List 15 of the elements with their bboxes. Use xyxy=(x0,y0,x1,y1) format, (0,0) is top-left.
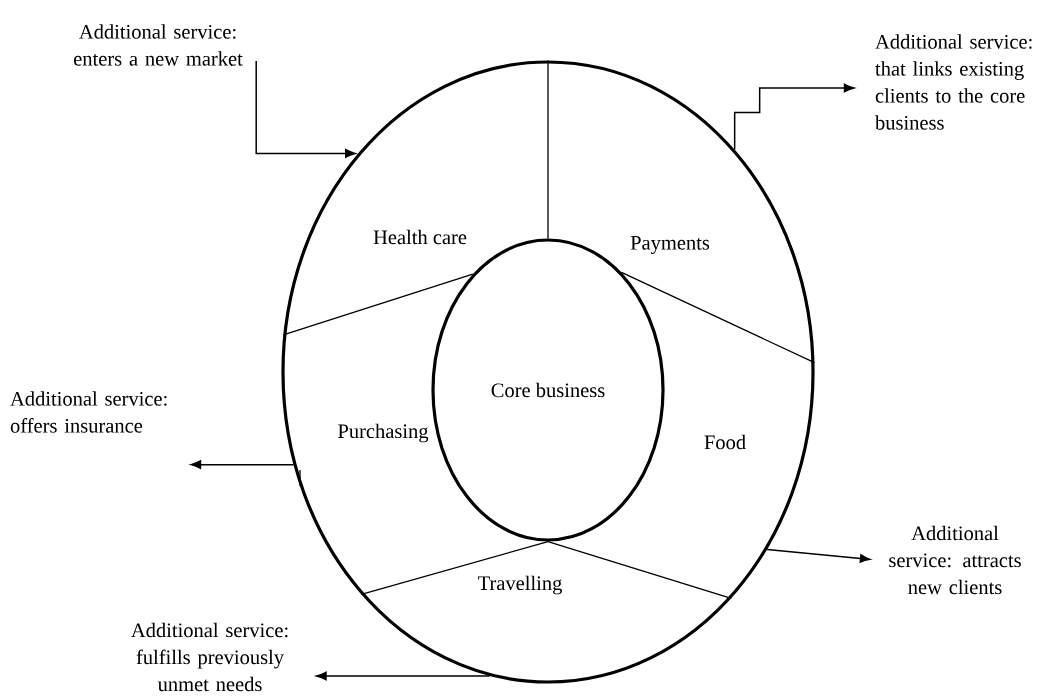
arrow xyxy=(766,548,871,563)
segment-label: Purchasing xyxy=(338,423,429,443)
arrow xyxy=(733,83,855,151)
annotation-text: Additional service: enters a new market xyxy=(74,24,243,66)
annotation-text: Additional service: fulfills previously unmet needs xyxy=(131,622,288,692)
annotation-text: Additional service: offers insurance xyxy=(10,391,167,433)
annotation-text: Additional service: attracts new clients xyxy=(889,525,1021,595)
annotation-text: Additional service: that links existing clients to the core business xyxy=(875,34,1032,130)
segment-label: Food xyxy=(704,434,746,450)
arrow xyxy=(190,460,295,470)
segment-label: Payments xyxy=(630,236,710,254)
segment-label: Travelling xyxy=(478,575,562,595)
segment-label: Health care xyxy=(373,229,467,245)
arrow xyxy=(255,60,356,158)
arrow xyxy=(315,671,490,681)
